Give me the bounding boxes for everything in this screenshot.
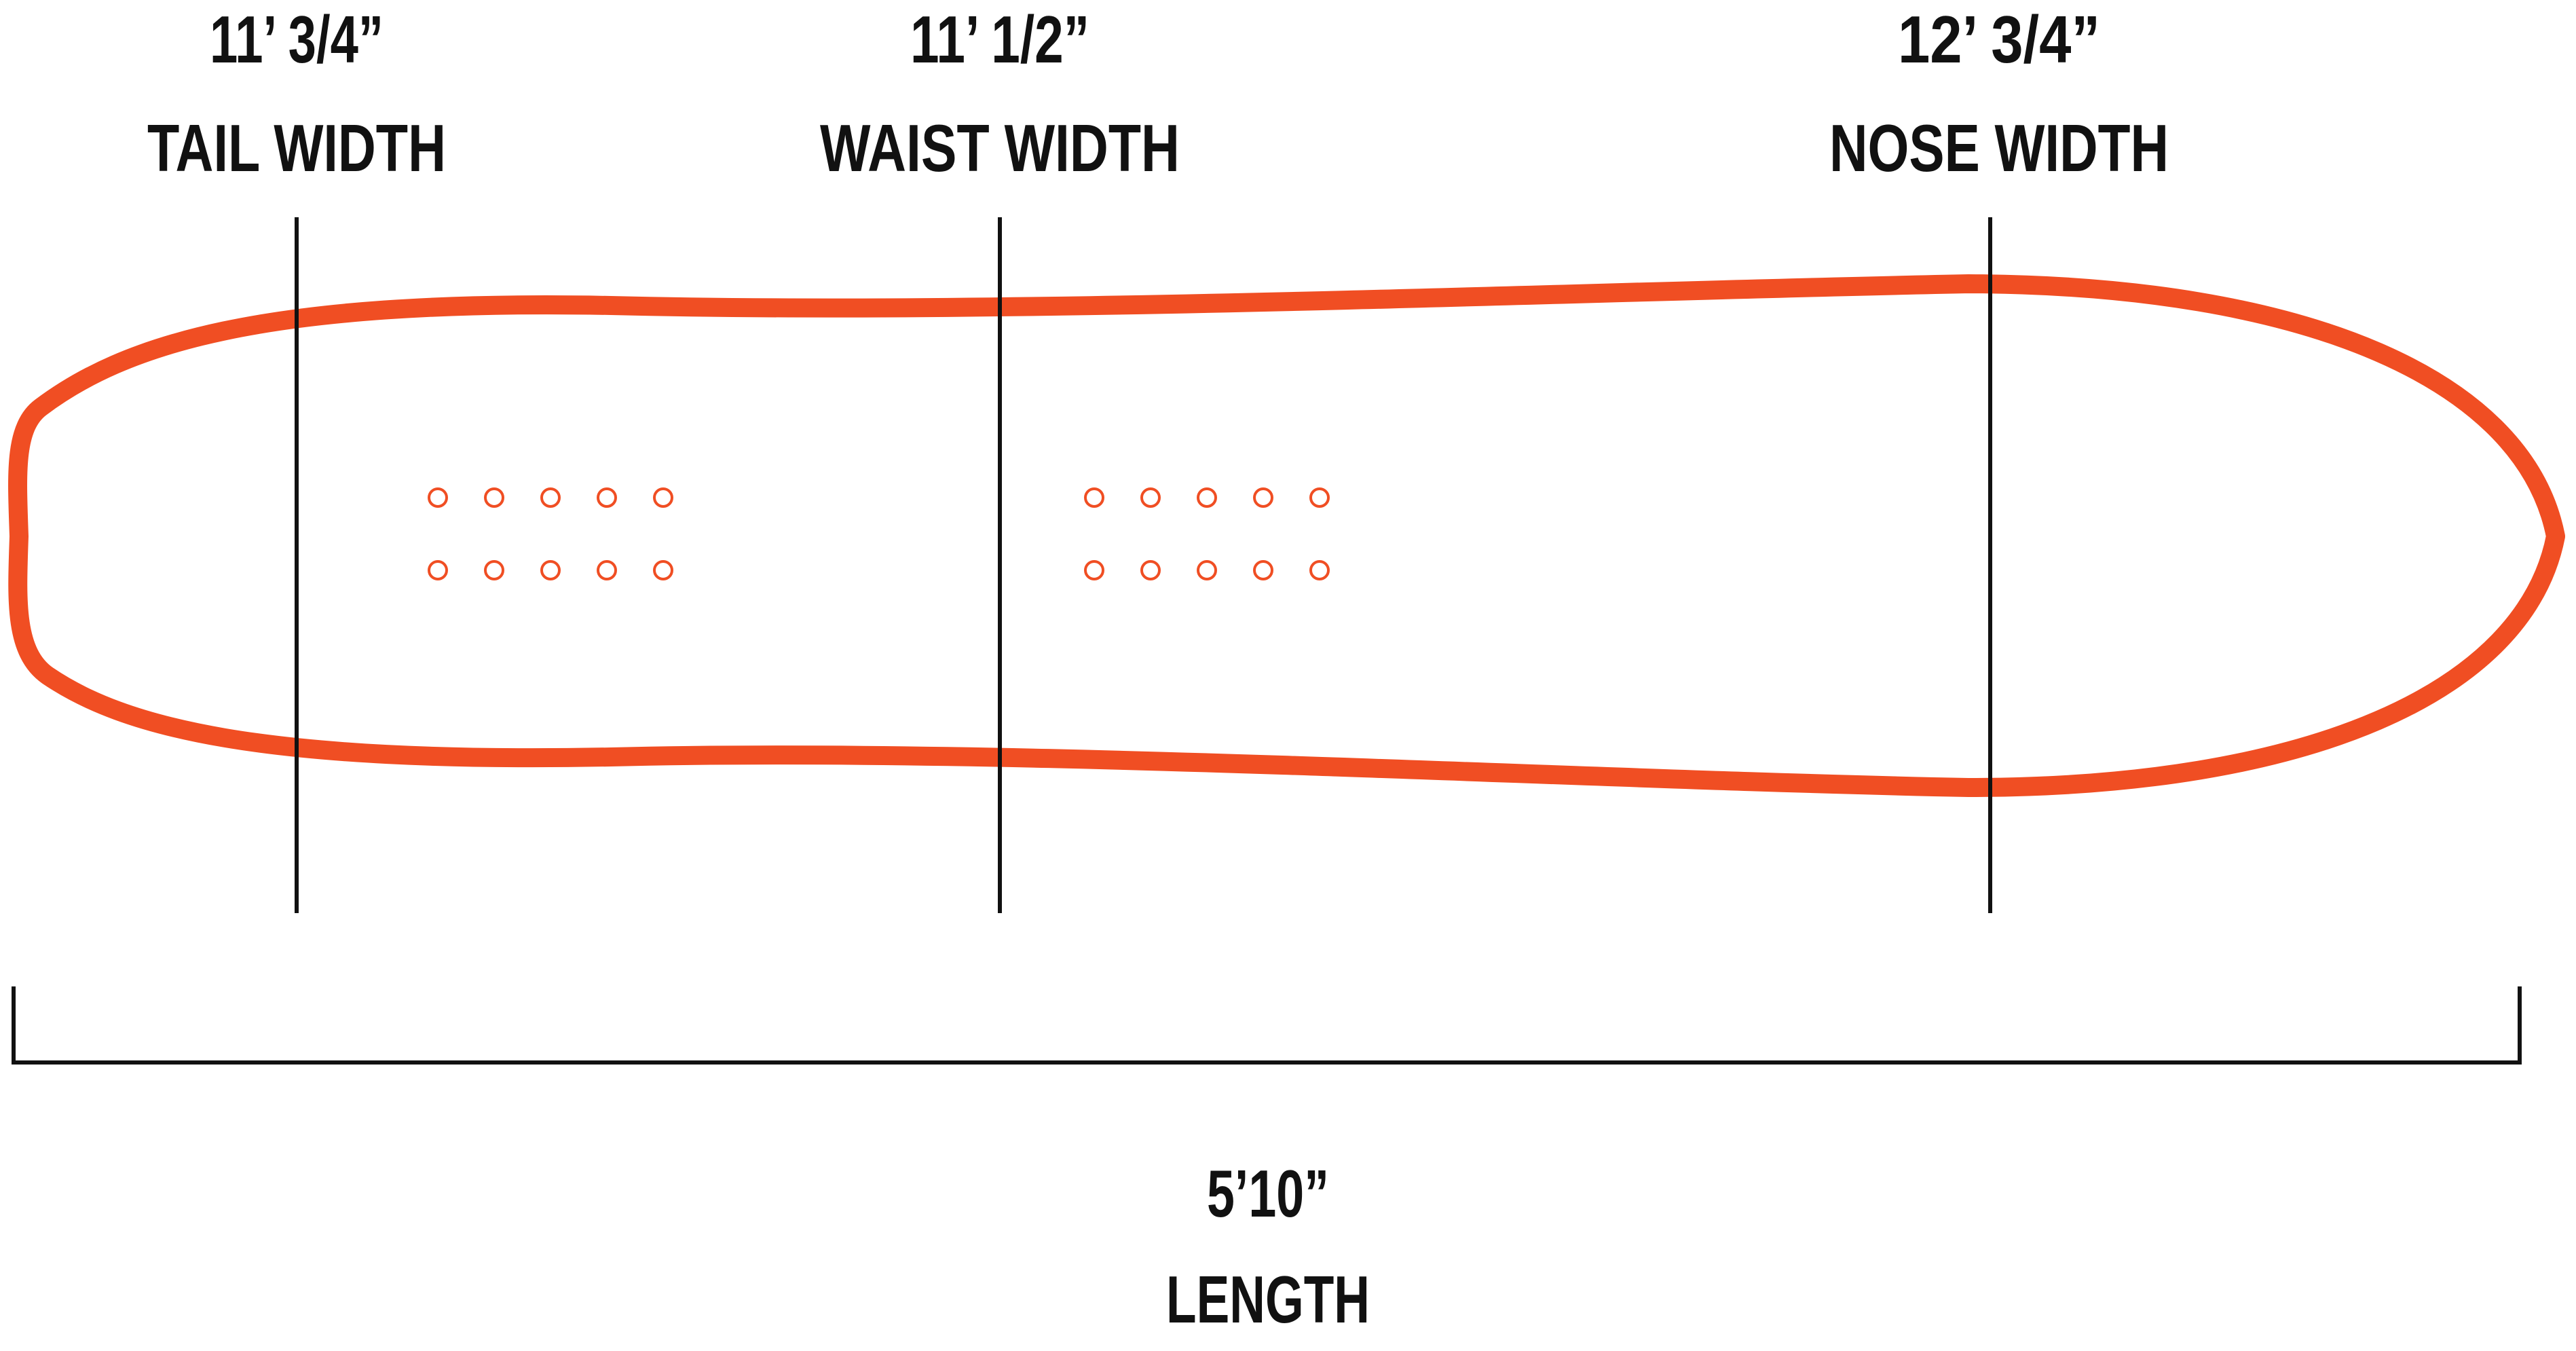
insert-hole: [1309, 487, 1330, 508]
waist-width-value: 11’ 1/2”: [910, 2, 1089, 77]
tail-width-label: TAIL WIDTH: [147, 111, 446, 185]
tail-width-value: 11’ 3/4”: [210, 2, 384, 77]
insert-hole: [1253, 487, 1273, 508]
insert-hole: [1197, 487, 1217, 508]
insert-hole: [484, 560, 504, 580]
insert-hole: [1140, 487, 1161, 508]
nose-width-label: NOSE WIDTH: [1829, 111, 2169, 185]
insert-hole: [428, 560, 448, 580]
insert-hole: [540, 560, 561, 580]
insert-hole: [428, 487, 448, 508]
insert-hole: [1309, 560, 1330, 580]
insert-hole: [1140, 560, 1161, 580]
insert-hole: [597, 487, 617, 508]
insert-hole: [1197, 560, 1217, 580]
insert-hole: [653, 560, 673, 580]
insert-hole: [653, 487, 673, 508]
insert-hole: [1253, 560, 1273, 580]
waist-width-label: WAIST WIDTH: [820, 111, 1180, 185]
length-bracket: [12, 986, 2522, 1065]
binding-insert-holes: [428, 487, 1330, 580]
insert-hole: [484, 487, 504, 508]
insert-hole: [597, 560, 617, 580]
insert-hole: [540, 487, 561, 508]
nose-width-value: 12’ 3/4”: [1898, 2, 2100, 77]
board-outline: [8, 274, 2565, 797]
insert-hole: [1084, 560, 1104, 580]
length-label: LENGTH: [1166, 1262, 1370, 1337]
insert-hole: [1084, 487, 1104, 508]
length-value: 5’10”: [1207, 1156, 1329, 1231]
